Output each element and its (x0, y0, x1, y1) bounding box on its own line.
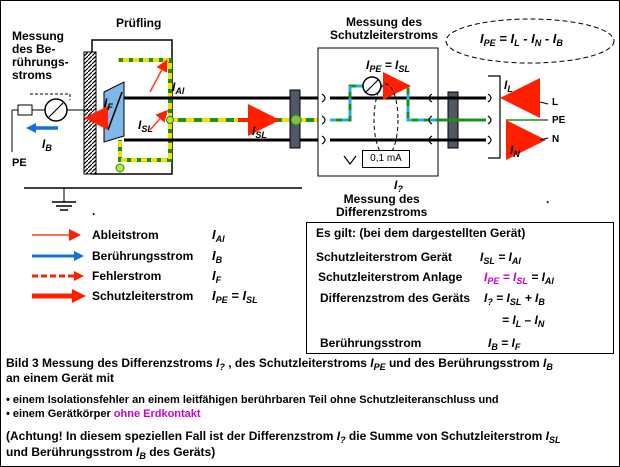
diff-measure-line1: Messung des (343, 192, 420, 206)
leak-arrow-1 (149, 59, 168, 93)
pe-measure-line2: Schutzleiterstroms (330, 28, 439, 42)
info-row-label-1: Schutzleiterstrom Gerät (316, 250, 453, 264)
terminal-n-label: N (552, 134, 560, 145)
info-box-title: Es gilt: (bei dem dargestellten Gerät) (316, 226, 526, 240)
info-row-formula-4: = IL – IN (502, 313, 545, 329)
in-label: IN (510, 143, 520, 159)
leak-arrow-2 (149, 109, 168, 131)
terminal-l-label: L (552, 97, 559, 108)
caption-note-2: und Berührungsstrom IB des Geräts) (6, 445, 216, 461)
pe-current-measurement-label: Messung des Schutzleiterstroms (330, 16, 438, 42)
terminal-pe-label: PE (552, 115, 566, 126)
meter-formula: IPE = ISL (366, 58, 410, 74)
legend-sym-pe: IPE = ISL (212, 288, 258, 306)
touch-label-line2: des Be- (12, 42, 56, 56)
stray-dot-1: . (92, 204, 96, 218)
caption-line-2: an einem Gerät mit (6, 371, 115, 385)
info-row-formula-2: IPE = ISL = IAl (484, 270, 554, 286)
conductive-part (83, 51, 97, 175)
touch-current-measurement-label: Messung des Be- rührungs- stroms (12, 30, 69, 82)
info-row-label-3: Differenzstrom des Geräts (320, 291, 471, 305)
meter-range-display: 0,1 mA (362, 150, 410, 168)
diff-measure-line2: Differenzstroms (336, 205, 428, 219)
legend-sym-al: IAl (212, 227, 225, 245)
info-row-label-5: Berührungsstrom (320, 336, 422, 350)
if-label: IF (104, 96, 113, 112)
pe-measure-line1: Messung des (346, 15, 423, 29)
info-row-formula-1: ISL = IAl (480, 250, 521, 266)
legend-label-al: Ableitstrom (92, 228, 159, 242)
caption-line-1: Bild 3 Messung des Differenzstroms I? , … (6, 356, 553, 372)
info-row-formula-3: I? = ISL + IB (484, 291, 545, 307)
il-label: IL (504, 78, 513, 94)
info-box (306, 222, 614, 354)
caption-note-1: (Achtung! In diesem speziellen Fall ist … (6, 429, 561, 445)
touch-label-line4: stroms (12, 68, 53, 82)
differential-current-measurement-label: Messung des Differenzstroms (336, 193, 427, 219)
info-row-formula-5: IB = IF (488, 336, 521, 352)
pe-path-green (118, 58, 172, 162)
isl-label-wire: ISL (252, 124, 267, 140)
legend-label-pe: Schutzleiterstrom (92, 289, 194, 303)
measurement-resistor (17, 104, 33, 116)
touch-label-line1: Messung (12, 29, 65, 43)
info-row-label-2: Schutzleiterstrom Anlage (318, 270, 463, 284)
ial-label: IAl (172, 80, 185, 96)
ib-label: IB (42, 137, 52, 153)
legend-sym-f: IF (212, 268, 222, 286)
touch-label-line3: rührungs- (12, 55, 69, 69)
legend-label-b: Berührungsstrom (92, 249, 194, 263)
idelta-label: I? (394, 178, 403, 194)
equation-ellipse (445, 18, 615, 64)
current-equation: IPE = IL - IN - IB (480, 31, 563, 49)
legend-sym-b: IB (212, 248, 223, 266)
pe-label-left: PE (12, 157, 27, 169)
device-under-test-label: Prüfling (116, 16, 162, 30)
caption-bullet-2: • einem Gerätkörper ohne Erdkontakt (6, 408, 201, 420)
caption-bullet-1: • einem Isolationsfehler an einem leitfä… (6, 394, 499, 406)
stray-dot-2: . (546, 192, 550, 206)
differential-current-sensor (373, 83, 399, 157)
isl-label-device: ISL (138, 118, 153, 134)
legend-label-f: Fehlerstrom (92, 269, 162, 283)
